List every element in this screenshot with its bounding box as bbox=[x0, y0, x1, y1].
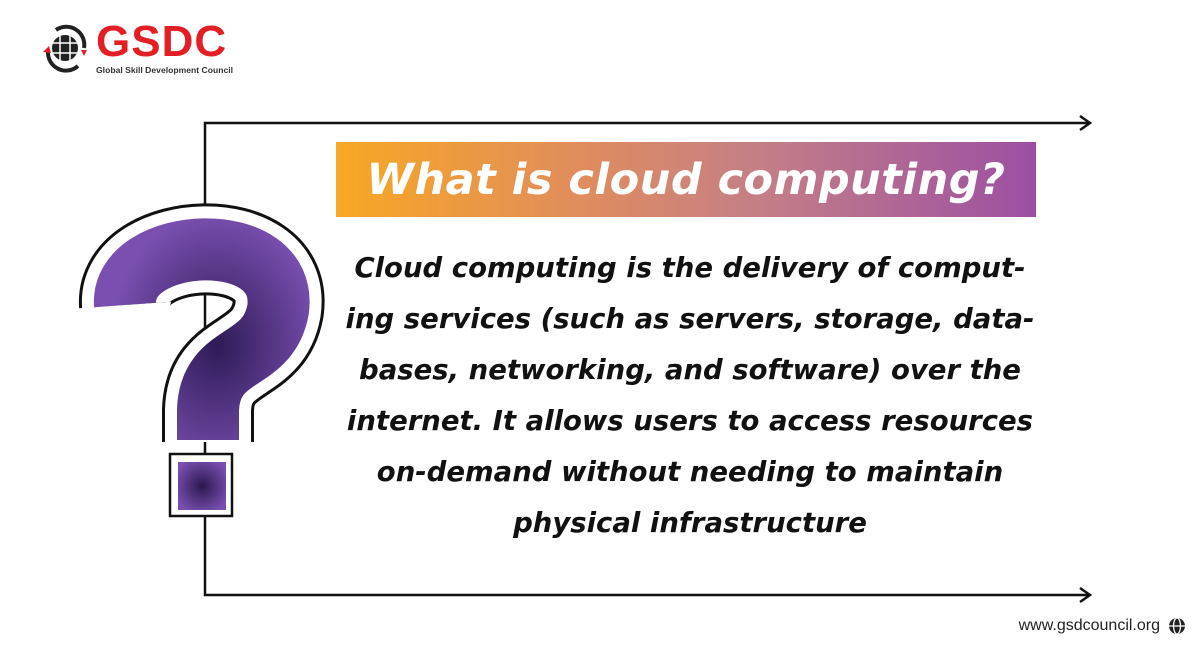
definition-line: ing services (such as servers, storage, … bbox=[345, 303, 1035, 335]
gsdc-logo: GSDC Global Skill Development Council bbox=[38, 17, 233, 78]
page-title: What is cloud computing? bbox=[366, 154, 1006, 205]
definition-line: bases, networking, and software) over th… bbox=[359, 354, 1021, 386]
definition-line: physical infrastructure bbox=[513, 507, 867, 539]
footer: www.gsdcouncil.org bbox=[1019, 616, 1186, 636]
logo-wordmark: GSDC bbox=[96, 17, 228, 66]
definition-line: on-demand without needing to maintain bbox=[376, 456, 1004, 488]
definition-text: Cloud computing is the delivery of compu… bbox=[335, 243, 1045, 549]
title-banner: What is cloud computing? bbox=[336, 142, 1036, 217]
logo-tagline: Global Skill Development Council bbox=[96, 65, 234, 75]
globe-icon bbox=[1169, 617, 1185, 635]
question-mark-icon bbox=[79, 203, 325, 518]
definition-line: Cloud computing is the delivery of compu… bbox=[354, 252, 1026, 284]
globe-logo-icon bbox=[43, 24, 87, 73]
website-url: www.gsdcouncil.org bbox=[1018, 617, 1160, 634]
definition-line: internet. It allows users to access reso… bbox=[346, 405, 1034, 437]
